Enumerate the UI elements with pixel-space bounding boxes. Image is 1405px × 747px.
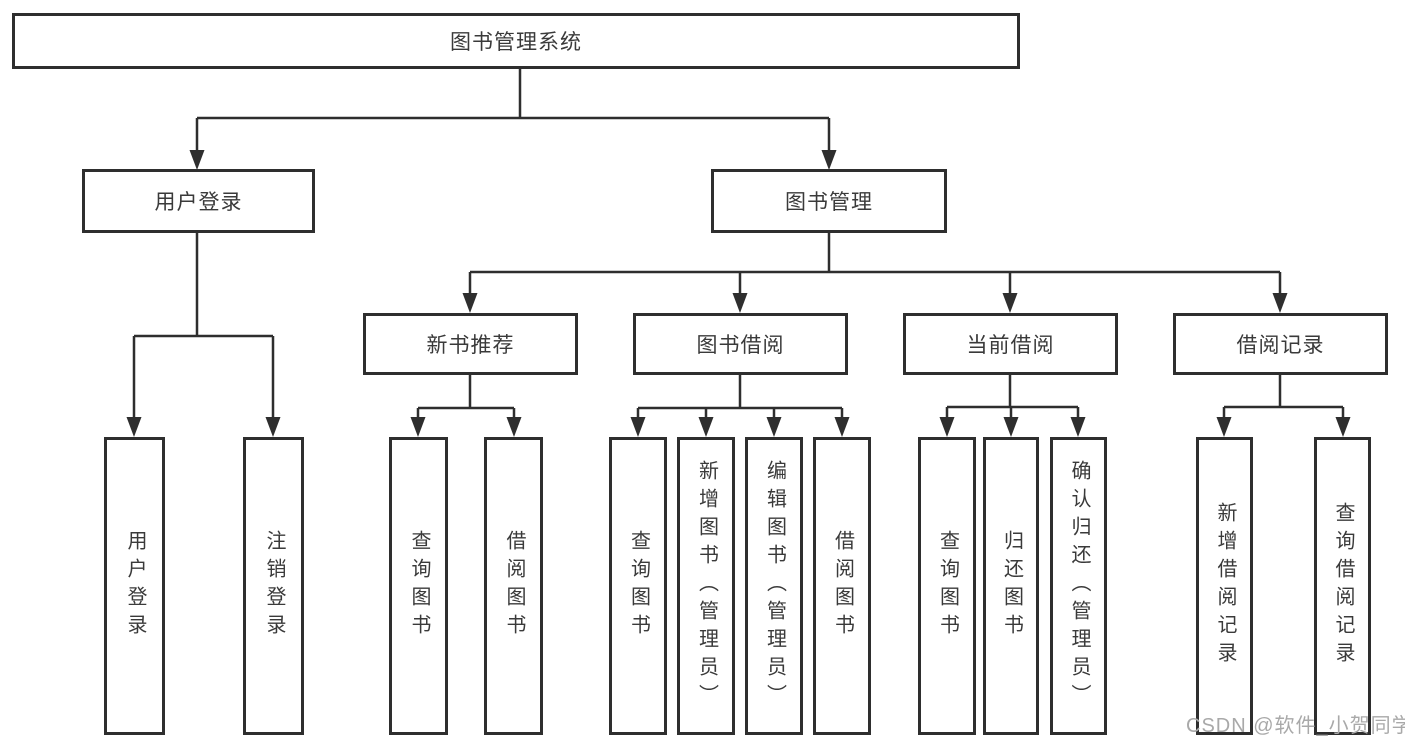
- node-borrowing-records-label: 借阅记录: [1236, 334, 1325, 357]
- leaf-borrow-books-borrowing: 借阅图书: [813, 437, 871, 735]
- leaf-query-books-current-label: 查询图书: [936, 530, 959, 642]
- leaf-borrow-books-recommend-label: 借阅图书: [503, 530, 525, 642]
- arrowheads-user-login-leaves: [126, 417, 281, 437]
- leaf-query-books-borrowing: 查询图书: [609, 437, 667, 735]
- arrowheads-borrowing-records-leaves: [1216, 417, 1351, 437]
- leaf-user-login: 用户登录: [104, 437, 165, 735]
- node-borrowing-records: 借阅记录: [1173, 313, 1388, 375]
- node-current-borrowing-label: 当前借阅: [966, 334, 1055, 357]
- leaf-user-login-label: 用户登录: [124, 530, 146, 642]
- edge-book-borrowing-group: [636, 375, 844, 419]
- node-system-root-label: 图书管理系统: [450, 31, 582, 54]
- node-book-borrowing: 图书借阅: [633, 313, 848, 375]
- node-book-management: 图书管理: [711, 169, 947, 233]
- leaf-confirm-return-admin-label: 确认归还（管理员）: [1068, 460, 1090, 712]
- node-current-borrowing: 当前借阅: [903, 313, 1118, 375]
- leaf-query-books-current: 查询图书: [918, 437, 976, 735]
- leaf-return-book-label: 归还图书: [1000, 530, 1023, 642]
- node-system-root: 图书管理系统: [12, 13, 1020, 69]
- arrowheads-current-borrowing-leaves: [939, 417, 1086, 437]
- leaf-logout: 注销登录: [243, 437, 304, 735]
- edge-book-management-group: [468, 233, 1282, 296]
- leaf-add-book-admin-label: 新增图书（管理员）: [695, 460, 718, 712]
- leaf-add-book-admin: 新增图书（管理员）: [677, 437, 735, 735]
- edge-new-book-recommend-group: [416, 375, 516, 419]
- node-user-login-label: 用户登录: [154, 191, 243, 214]
- edge-root-to-level2: [195, 69, 831, 152]
- leaf-borrow-books-borrowing-label: 借阅图书: [831, 530, 854, 642]
- edge-borrowing-records-group: [1222, 375, 1345, 419]
- arrowheads-level2: [189, 150, 837, 170]
- csdn-watermark: CSDN @软件_小贺同学: [1186, 715, 1405, 737]
- leaf-query-books-borrowing-label: 查询图书: [627, 530, 650, 642]
- leaf-query-borrow-record-label: 查询借阅记录: [1332, 502, 1354, 670]
- leaf-query-books-recommend: 查询图书: [389, 437, 448, 735]
- leaf-return-book: 归还图书: [983, 437, 1039, 735]
- edge-current-borrowing-group: [945, 375, 1080, 419]
- node-new-book-recommend-label: 新书推荐: [426, 334, 515, 357]
- node-book-borrowing-label: 图书借阅: [696, 334, 785, 357]
- leaf-query-books-recommend-label: 查询图书: [408, 530, 430, 642]
- leaf-borrow-books-recommend: 借阅图书: [484, 437, 543, 735]
- leaf-edit-book-admin-label: 编辑图书（管理员）: [763, 460, 786, 712]
- arrowheads-new-book-recommend-leaves: [410, 417, 522, 437]
- leaf-confirm-return-admin: 确认归还（管理员）: [1050, 437, 1107, 735]
- edge-user-login-group: [132, 233, 275, 419]
- leaf-query-borrow-record: 查询借阅记录: [1314, 437, 1371, 735]
- leaf-add-borrow-record: 新增借阅记录: [1196, 437, 1253, 735]
- leaf-edit-book-admin: 编辑图书（管理员）: [745, 437, 803, 735]
- arrowheads-book-borrowing-leaves: [630, 417, 850, 437]
- node-new-book-recommend: 新书推荐: [363, 313, 578, 375]
- arrowheads-level3: [462, 293, 1288, 313]
- leaf-add-borrow-record-label: 新增借阅记录: [1214, 502, 1236, 670]
- leaf-logout-label: 注销登录: [263, 530, 285, 642]
- node-book-management-label: 图书管理: [785, 191, 873, 214]
- node-user-login: 用户登录: [82, 169, 315, 233]
